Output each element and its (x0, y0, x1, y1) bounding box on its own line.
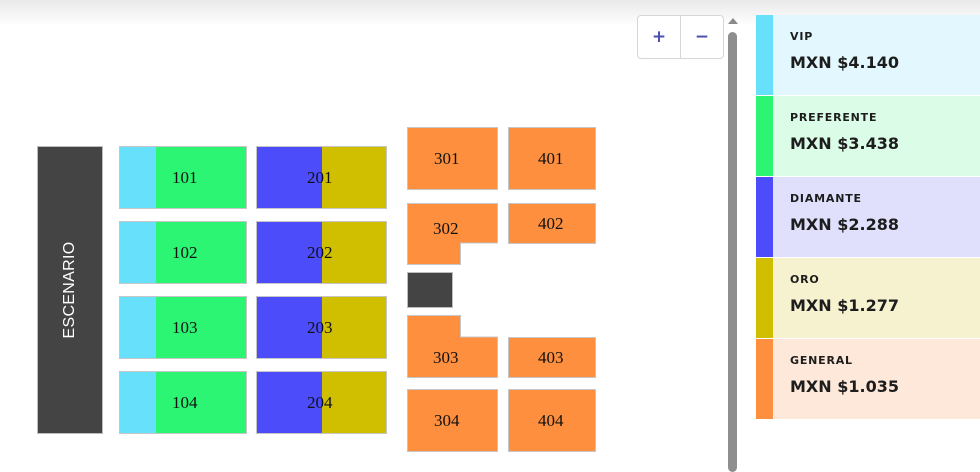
section-number: 401 (538, 149, 564, 168)
oro-zone (322, 372, 386, 433)
scroll-thumb[interactable] (728, 32, 737, 472)
section-number: 303 (433, 348, 459, 367)
tier-name: VIP (790, 30, 814, 43)
zoom-in-button[interactable]: + (638, 16, 680, 58)
tier-diamante[interactable]: DIAMANTE MXN $2.288 (756, 177, 980, 258)
tier-color-bar (756, 15, 773, 95)
section-103[interactable]: 103 (119, 296, 247, 359)
preferente-zone (156, 297, 246, 358)
diamante-zone (257, 372, 322, 433)
section-302-shape (407, 203, 498, 265)
section-number: 202 (307, 243, 333, 262)
section-403[interactable]: 403 (508, 337, 596, 378)
vip-zone (120, 297, 156, 358)
section-number: 101 (172, 168, 198, 187)
diamante-zone (257, 147, 322, 208)
section-201[interactable]: 201 (256, 146, 387, 209)
section-102[interactable]: 102 (119, 221, 247, 284)
section-number: 404 (538, 411, 564, 430)
stage-label: ESCENARIO (61, 241, 78, 339)
section-402[interactable]: 402 (508, 203, 596, 244)
tier-preferente[interactable]: PREFERENTE MXN $3.438 (756, 96, 980, 177)
section-number: 203 (307, 318, 333, 337)
price-legend: VIP MXN $4.140 PREFERENTE MXN $3.438 DIA… (756, 15, 980, 420)
zoom-controls: + − (637, 15, 724, 59)
tier-name: ORO (790, 273, 820, 286)
section-202[interactable]: 202 (256, 221, 387, 284)
diamante-zone (257, 222, 322, 283)
section-number: 302 (433, 219, 459, 238)
tier-price: MXN $2.288 (790, 215, 899, 234)
oro-zone (322, 297, 386, 358)
tier-vip[interactable]: VIP MXN $4.140 (756, 15, 980, 96)
section-number: 304 (434, 411, 460, 430)
section-404[interactable]: 404 (508, 389, 596, 452)
stage: ESCENARIO (37, 146, 103, 434)
section-number: 201 (307, 168, 333, 187)
vip-zone (120, 147, 156, 208)
section-303-shape (407, 315, 498, 378)
tier-color-bar (756, 258, 773, 338)
vip-zone (120, 222, 156, 283)
tier-oro[interactable]: ORO MXN $1.277 (756, 258, 980, 339)
section-204[interactable]: 204 (256, 371, 387, 434)
preferente-zone (156, 222, 246, 283)
section-304[interactable]: 304 (407, 389, 498, 452)
plus-icon: + (651, 27, 667, 47)
control-booth (407, 272, 453, 308)
tier-color-bar (756, 177, 773, 257)
section-number: 102 (172, 243, 198, 262)
section-302[interactable]: 302 (407, 203, 498, 265)
preferente-zone (156, 147, 246, 208)
minus-icon: − (694, 27, 710, 47)
zoom-out-button[interactable]: − (680, 16, 723, 58)
tier-color-bar (756, 339, 773, 419)
section-203[interactable]: 203 (256, 296, 387, 359)
oro-zone (322, 147, 386, 208)
tier-price: MXN $1.035 (790, 377, 899, 396)
section-401[interactable]: 401 (508, 127, 596, 190)
section-301[interactable]: 301 (407, 127, 498, 190)
section-number: 301 (434, 149, 460, 168)
section-number: 204 (307, 393, 333, 412)
tier-name: PREFERENTE (790, 111, 878, 124)
section-104[interactable]: 104 (119, 371, 247, 434)
tier-general[interactable]: GENERAL MXN $1.035 (756, 339, 980, 420)
section-303[interactable]: 303 (407, 315, 498, 378)
diamante-zone (257, 297, 322, 358)
tier-price: MXN $4.140 (790, 53, 899, 72)
section-number: 403 (538, 348, 564, 367)
tier-name: DIAMANTE (790, 192, 862, 205)
section-number: 104 (172, 393, 198, 412)
section-number: 103 (172, 318, 198, 337)
vip-zone (120, 372, 156, 433)
oro-zone (322, 222, 386, 283)
tier-price: MXN $3.438 (790, 134, 899, 153)
section-number: 402 (538, 214, 564, 233)
scrollbar[interactable] (727, 18, 739, 472)
tier-name: GENERAL (790, 354, 853, 367)
tier-color-bar (756, 96, 773, 176)
scroll-up-arrow-icon[interactable] (728, 18, 738, 24)
tier-price: MXN $1.277 (790, 296, 899, 315)
section-101[interactable]: 101 (119, 146, 247, 209)
preferente-zone (156, 372, 246, 433)
